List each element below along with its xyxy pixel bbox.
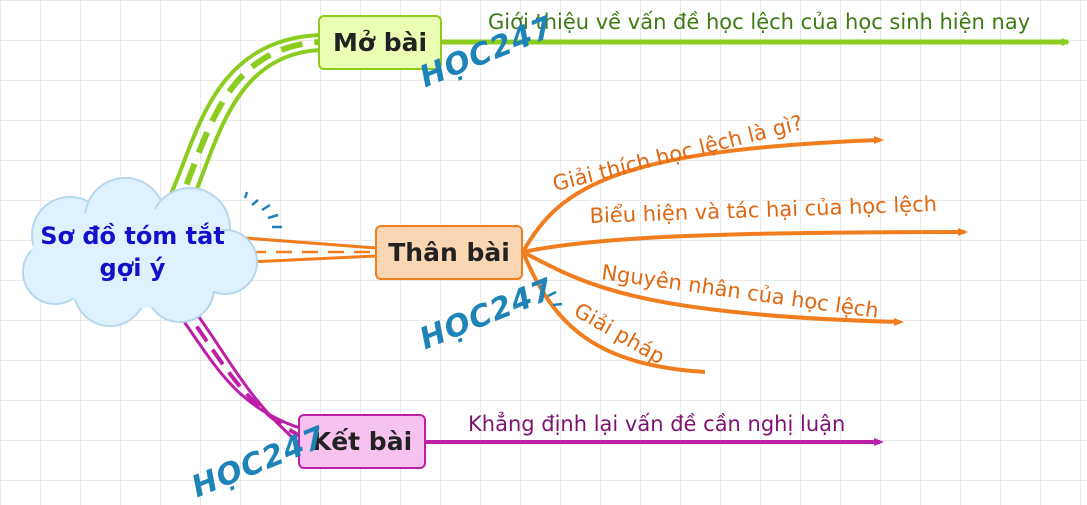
connector-mo-bai — [158, 33, 321, 217]
than-bai-leaf-line-1 — [521, 138, 881, 253]
branch-label-ket-bai: Kết bài — [311, 427, 413, 456]
connector-ket-bai — [170, 304, 301, 430]
root-label-line-2: gợi ý — [99, 254, 166, 282]
connector-ket-bai-dash — [178, 302, 301, 438]
root-cloud — [22, 177, 258, 327]
than-bai-leaf-line-4 — [521, 251, 706, 374]
mind-map-canvas — [22, 33, 1070, 446]
leaf-ket-bai-1[interactable]: Khẳng định lại vấn đề cần nghị luận — [468, 412, 846, 436]
connector-mo-bai-dash — [169, 39, 321, 217]
connector-ket-bai-edge — [186, 301, 301, 446]
branch-label-mo-bai: Mở bài — [332, 28, 428, 57]
leaf-mo-bai-1[interactable]: Giới thiệu về vấn đề học lệch của học si… — [488, 10, 1031, 34]
connector-than-bai-edge — [249, 254, 377, 264]
connector-than-bai — [244, 236, 377, 250]
branch-label-than-bai: Thân bài — [388, 238, 510, 267]
branch-node-ket-bai[interactable]: Kết bài — [298, 414, 426, 469]
root-node[interactable]: Sơ đồ tóm tắt gợi ý — [35, 220, 230, 284]
leaf-tip-icons — [874, 38, 1070, 446]
than-bai-leaf-line-2 — [522, 230, 966, 254]
sparkle-icon — [539, 281, 563, 307]
root-label-line-1: Sơ đồ tóm tắt — [40, 222, 225, 250]
sparkle-icon — [243, 191, 282, 229]
branch-node-mo-bai[interactable]: Mở bài — [318, 15, 442, 70]
branch-node-than-bai[interactable]: Thân bài — [375, 225, 523, 280]
than-bai-leaf-line-3 — [522, 250, 901, 324]
